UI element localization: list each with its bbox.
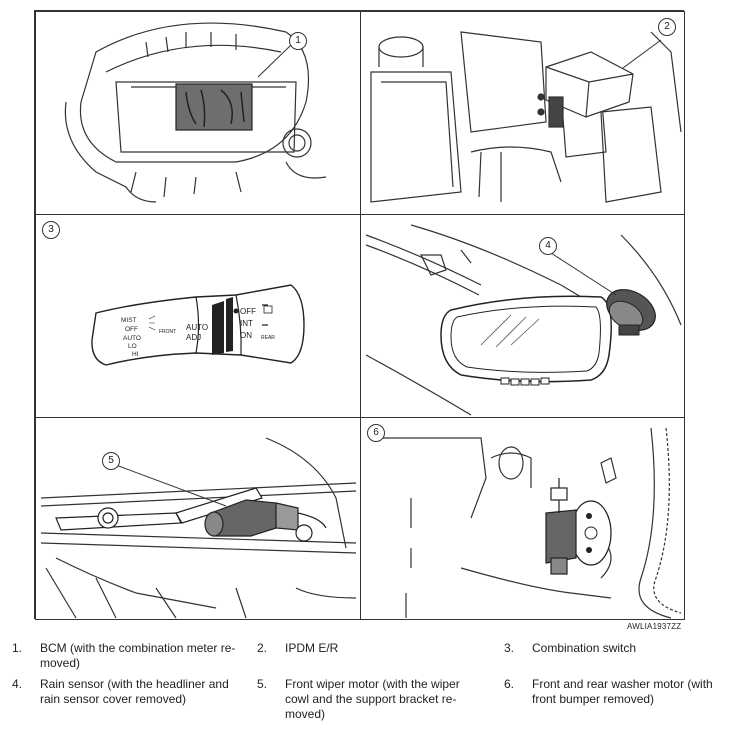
panel-bcm: 1 bbox=[35, 11, 361, 215]
figure-code: AWLIA1937ZZ bbox=[627, 622, 682, 631]
label-auto-left: AUTO bbox=[123, 335, 141, 342]
wiper-motor-illustration bbox=[40, 437, 357, 619]
callout-3: 3 bbox=[42, 221, 60, 239]
label-auto-adj-1: AUTO bbox=[186, 323, 208, 332]
label-auto-adj-2: ADJ bbox=[186, 333, 201, 342]
label-on: ON bbox=[240, 331, 252, 340]
bcm-illustration bbox=[64, 22, 327, 203]
callout-4: 4 bbox=[539, 237, 557, 255]
callout-2: 2 bbox=[658, 18, 676, 36]
label-off-left: OFF bbox=[125, 326, 138, 333]
ipdm-illustration bbox=[370, 31, 682, 203]
label-front: FRONT bbox=[159, 329, 176, 335]
label-off-right: OFF bbox=[240, 307, 256, 316]
label-mist: MIST bbox=[121, 317, 137, 324]
panel-rain-sensor: 4 bbox=[360, 214, 685, 418]
callout-1: 1 bbox=[289, 32, 307, 50]
label-lo: LO bbox=[128, 343, 137, 350]
rain-sensor-illustration bbox=[365, 224, 682, 416]
label-hi: HI bbox=[132, 351, 139, 358]
panel-ipdm: 2 bbox=[360, 11, 685, 215]
panel-front-wiper-motor: 5 bbox=[35, 417, 361, 620]
panel-washer-motor: 6 bbox=[360, 417, 685, 620]
panel-combination-switch: MIST OFF AUTO LO HI FRONT REAR AUTO ADJ … bbox=[35, 214, 361, 418]
label-int: INT bbox=[240, 319, 253, 328]
illustration-grid: 1 bbox=[34, 10, 685, 620]
combination-switch-illustration: MIST OFF AUTO LO HI FRONT REAR AUTO ADJ … bbox=[91, 284, 305, 366]
label-rear: REAR bbox=[261, 335, 275, 341]
washer-motor-illustration bbox=[371, 427, 682, 619]
callout-5: 5 bbox=[102, 452, 120, 470]
callout-6: 6 bbox=[367, 424, 385, 442]
